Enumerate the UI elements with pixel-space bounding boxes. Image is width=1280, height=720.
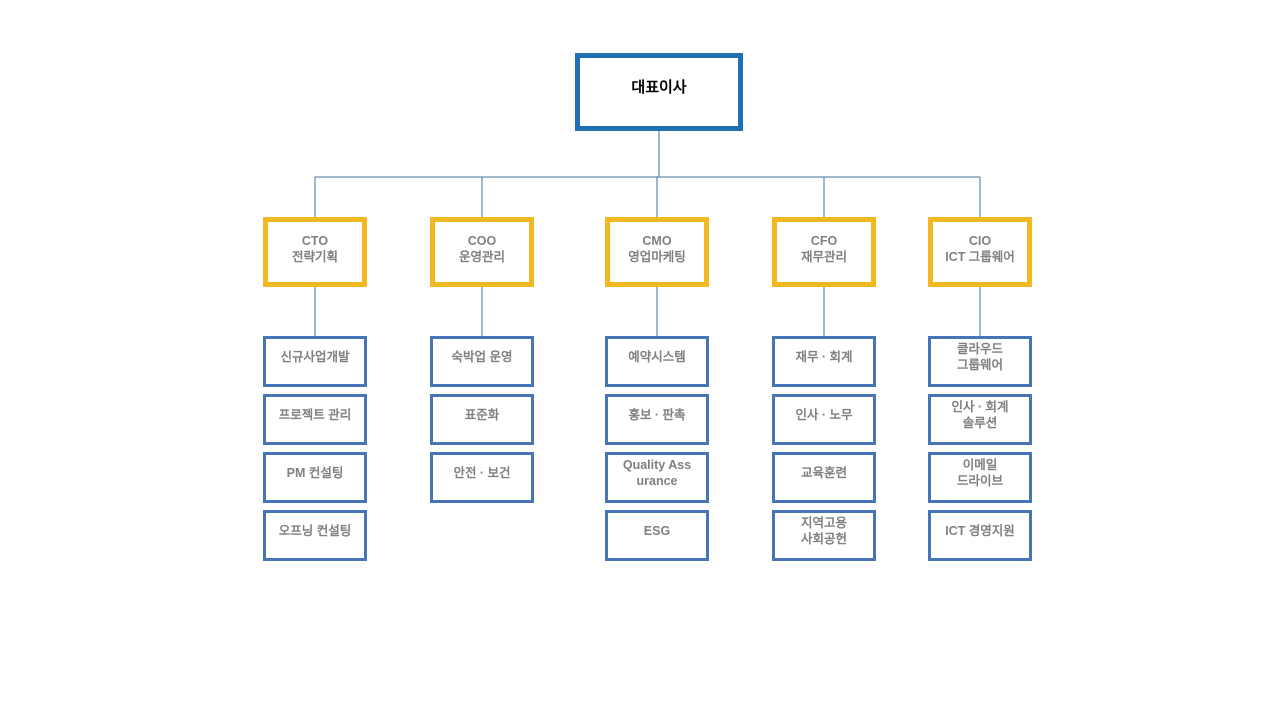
org-node-cmo: CMO 영업마케팅: [605, 217, 709, 287]
org-node-cmo-child-4: ESG: [605, 510, 709, 561]
org-node-cfo-child-2: 인사 · 노무: [772, 394, 876, 445]
org-node-cmo-child-2: 홍보 · 판촉: [605, 394, 709, 445]
org-node-coo-child-1: 숙박업 운영: [430, 336, 534, 387]
org-node-cto-child-2: 프로젝트 관리: [263, 394, 367, 445]
org-node-cio-child-4: ICT 경영지원: [928, 510, 1032, 561]
org-node-cio-child-2: 인사 · 회계 솔루션: [928, 394, 1032, 445]
org-node-cmo-child-3: Quality Ass urance: [605, 452, 709, 503]
org-node-coo-child-2: 표준화: [430, 394, 534, 445]
org-node-coo: COO 운영관리: [430, 217, 534, 287]
org-node-cmo-child-1: 예약시스템: [605, 336, 709, 387]
org-node-cto-child-3: PM 컨설팅: [263, 452, 367, 503]
org-node-cfo-child-1: 재무 · 회계: [772, 336, 876, 387]
org-node-coo-child-3: 안전 · 보건: [430, 452, 534, 503]
org-node-cio-child-3: 이메일 드라이브: [928, 452, 1032, 503]
org-node-cto: CTO 전략기획: [263, 217, 367, 287]
org-node-ceo: 대표이사: [575, 53, 743, 131]
org-node-cto-child-4: 오프닝 컨설팅: [263, 510, 367, 561]
org-node-cio: CIO ICT 그룹웨어: [928, 217, 1032, 287]
org-node-cio-child-1: 클라우드 그룹웨어: [928, 336, 1032, 387]
org-node-cfo-child-4: 지역고용 사회공헌: [772, 510, 876, 561]
org-node-cto-child-1: 신규사업개발: [263, 336, 367, 387]
org-node-cfo-child-3: 교육훈련: [772, 452, 876, 503]
org-node-cfo: CFO 재무관리: [772, 217, 876, 287]
